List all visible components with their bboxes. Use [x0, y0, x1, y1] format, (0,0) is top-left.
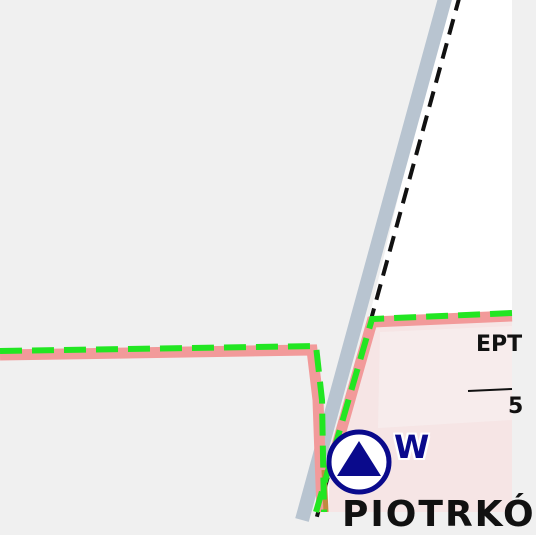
map-canvas — [0, 0, 513, 522]
highlighted-parcel-inner — [378, 326, 512, 428]
railway — [295, 0, 452, 522]
region-label-piotrko: PIOTRKÓ — [342, 494, 536, 535]
triangle-in-circle-icon[interactable] — [326, 429, 392, 495]
marker-letter-label: W — [394, 428, 430, 466]
region-label-number: 5 — [508, 394, 524, 419]
admin-boundary-left — [0, 342, 327, 513]
region-label-ept: EPT — [476, 332, 523, 357]
parcel-line — [467, 388, 513, 392]
